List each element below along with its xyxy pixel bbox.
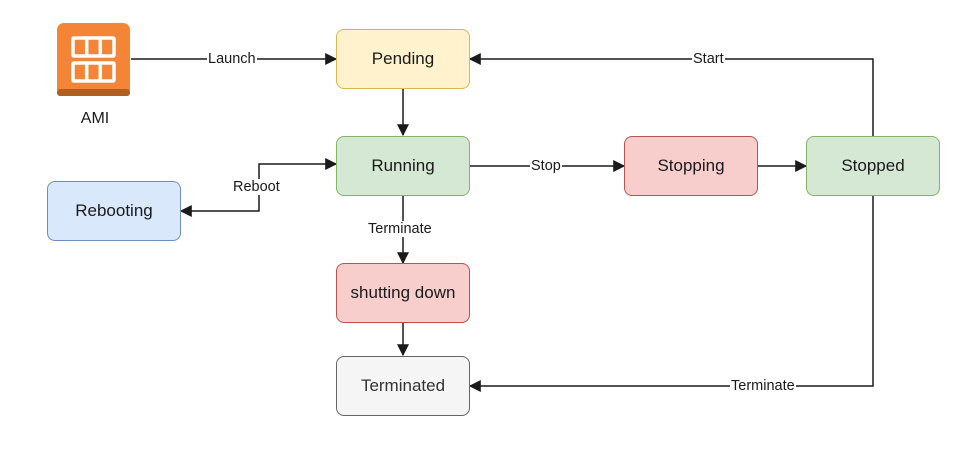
terminated-node[interactable]: Terminated — [336, 356, 470, 416]
terminate-stopped-edge — [468, 196, 874, 392]
terminate-running-label: Terminate — [367, 221, 433, 237]
running-node[interactable]: Running — [336, 136, 470, 196]
shutting-down-node[interactable]: shutting down — [336, 263, 470, 323]
ami-icon — [57, 23, 130, 96]
rebooting-node[interactable]: Rebooting — [47, 181, 181, 241]
terminate-stopped-label: Terminate — [730, 378, 796, 394]
ami-label: AMI — [80, 110, 110, 127]
reboot-label: Reboot — [232, 179, 281, 195]
start-label: Start — [692, 51, 725, 67]
stopped-node[interactable]: Stopped — [806, 136, 940, 196]
stopping-node[interactable]: Stopping — [624, 136, 758, 196]
stop-label: Stop — [530, 158, 562, 174]
start-edge — [468, 53, 874, 136]
pending-node[interactable]: Pending — [336, 29, 470, 89]
launch-label: Launch — [207, 51, 257, 67]
